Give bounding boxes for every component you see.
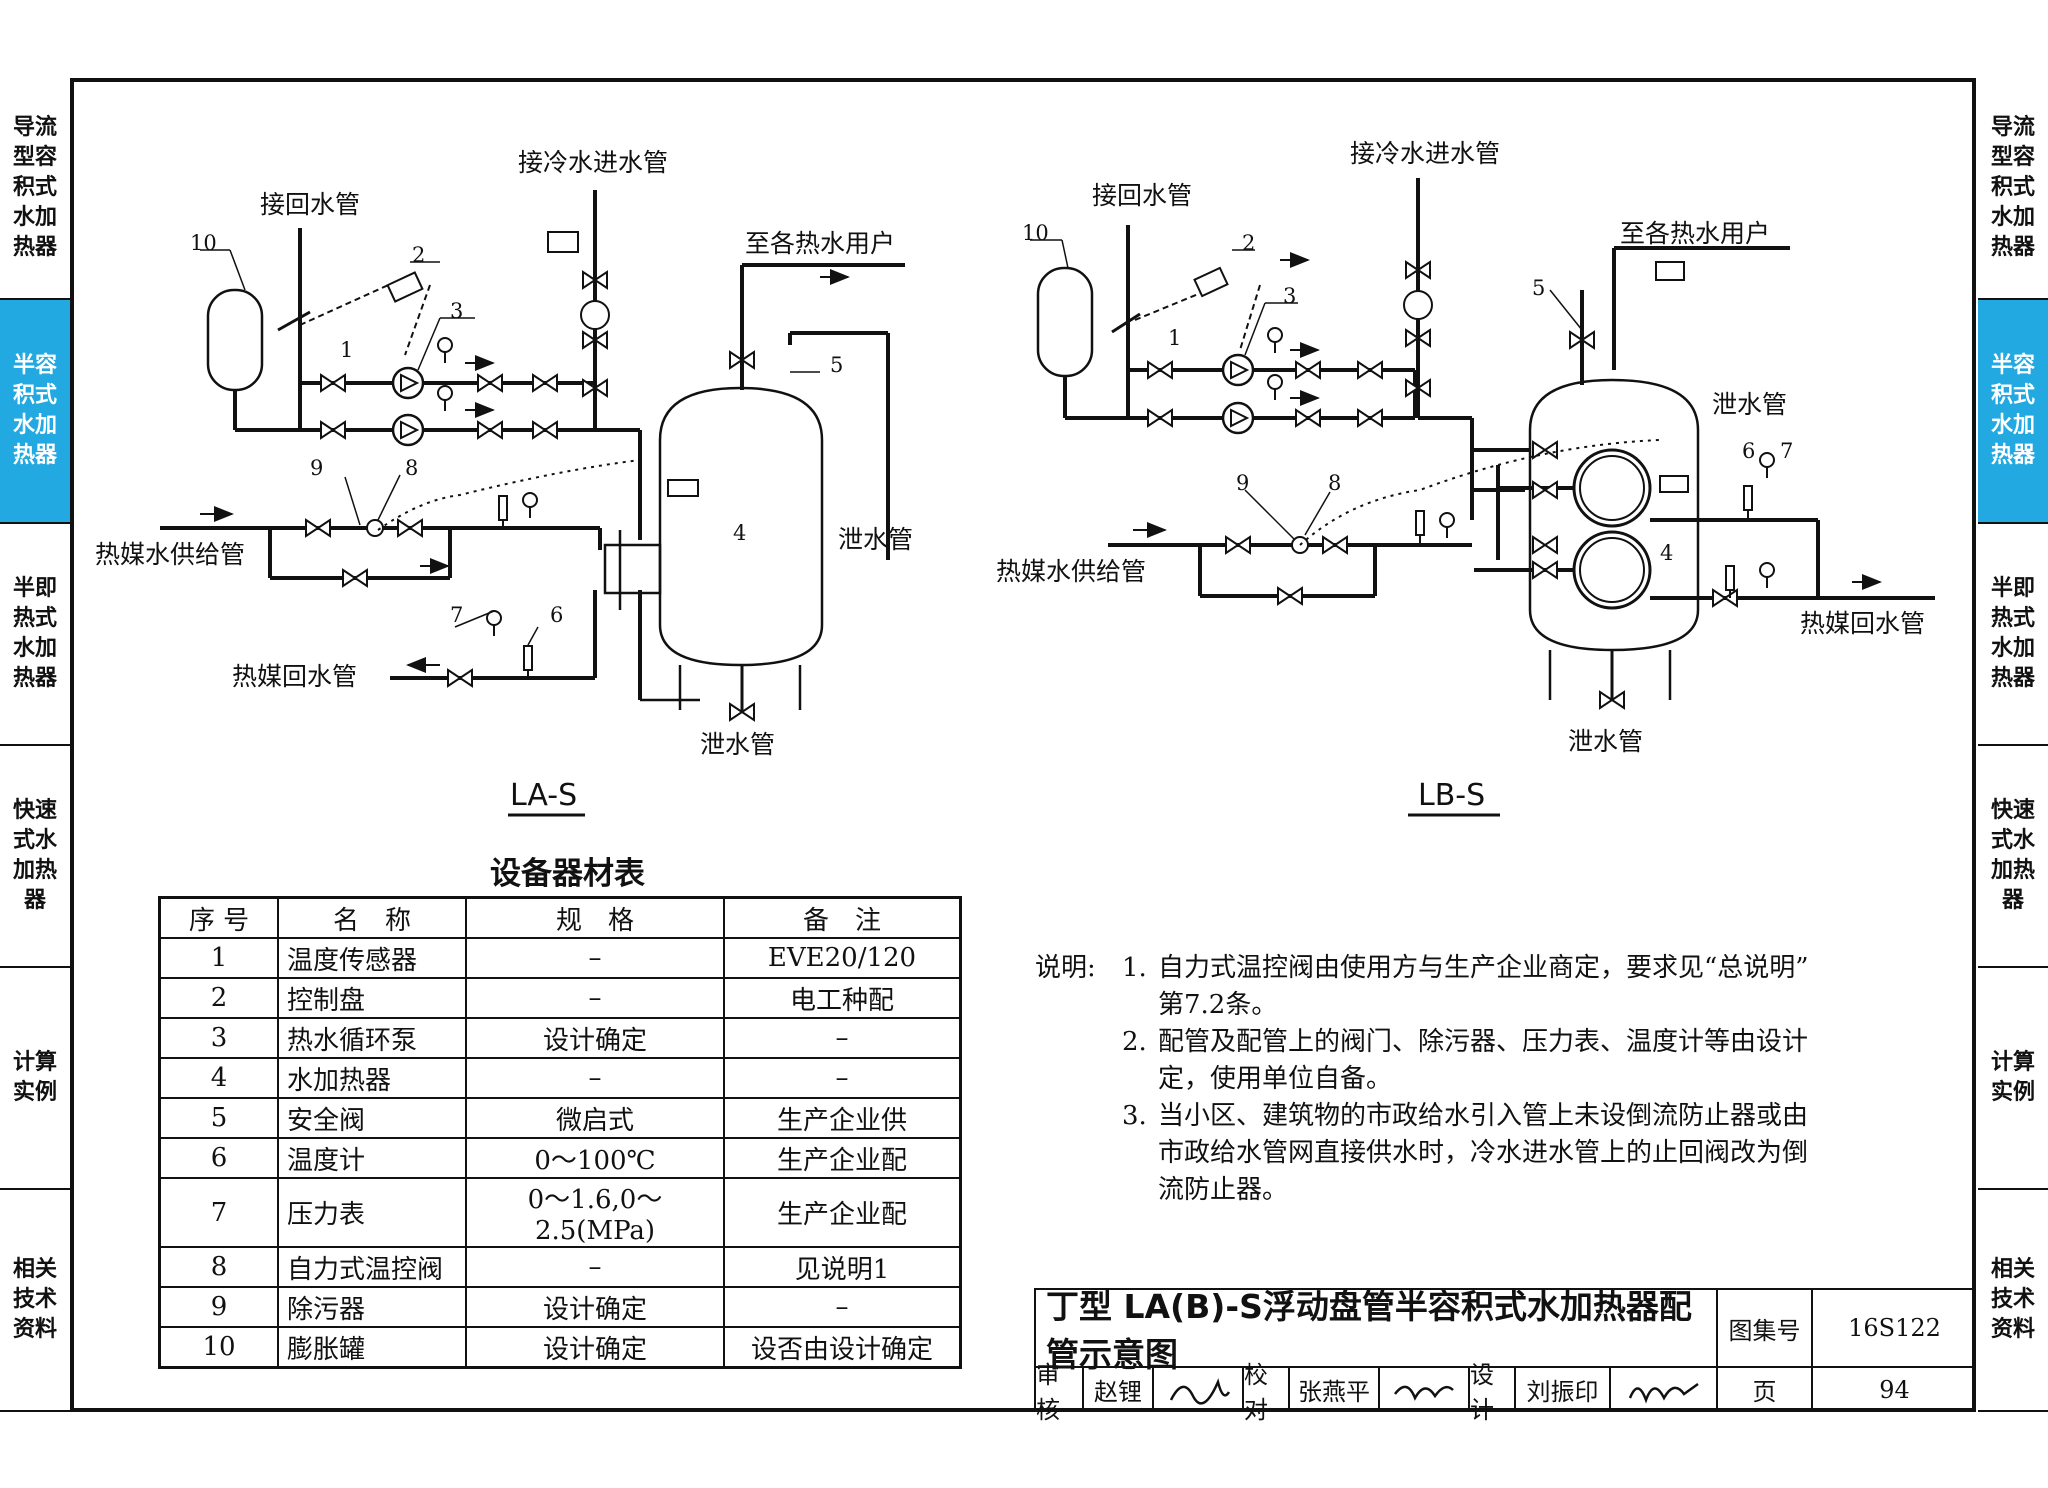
svg-text:8: 8 <box>405 456 418 480</box>
la-drain-label: 泄水管 <box>838 525 913 554</box>
svg-text:3: 3 <box>450 299 463 323</box>
note-line: 第7.2条。 <box>1158 990 1278 1020</box>
svg-text:9: 9 <box>1236 471 1249 495</box>
lb-s-symbols <box>1111 261 1775 709</box>
lb-s-caption: LB-S <box>1418 778 1485 813</box>
svg-text:5: 5 <box>830 353 843 377</box>
svg-text:7: 7 <box>450 603 463 627</box>
atlas-number: 16S122 <box>1811 1290 1976 1366</box>
side-tab-left-6[interactable]: 相关技术资料 <box>0 1190 70 1412</box>
drawing-title: 丁型 LA(B)-S浮动盘管半容积式水加热器配管示意图 <box>1046 1287 1692 1374</box>
svg-text:9: 9 <box>310 456 323 480</box>
reviewer-name: 赵锂 <box>1082 1366 1152 1411</box>
designer-name: 刘振印 <box>1514 1366 1609 1411</box>
water-heater-tank <box>1528 378 1700 652</box>
designer-signature <box>1609 1366 1716 1411</box>
la-cold-inlet-label: 接冷水进水管 <box>518 148 668 177</box>
side-tab-right-5[interactable]: 计算实例 <box>1978 968 2048 1190</box>
la-s-symbols <box>277 231 755 721</box>
diagram-la-s <box>160 190 905 712</box>
svg-text:1: 1 <box>1168 326 1181 350</box>
note-line: 说明:1.自力式温控阀由使用方与生产企业商定，要求见“总说明” <box>1035 953 1809 983</box>
svg-text:7: 7 <box>1780 439 1793 463</box>
svg-text:2: 2 <box>412 243 425 267</box>
note-line: 2.配管及配管上的阀门、除污器、压力表、温度计等由设计 <box>1122 1027 1809 1057</box>
svg-text:5: 5 <box>1532 276 1545 300</box>
svg-text:10: 10 <box>190 231 217 255</box>
checker-name: 张燕平 <box>1288 1366 1378 1411</box>
checker-signature <box>1378 1366 1468 1411</box>
svg-text:2: 2 <box>1242 231 1255 255</box>
note-line: 市政给水管网直接供水时，冷水进水管上的止回阀改为倒 <box>1158 1138 1809 1168</box>
svg-text:10: 10 <box>1022 221 1049 245</box>
flow-arrows <box>200 252 1882 673</box>
lb-drain-label: 泄水管 <box>1712 390 1787 419</box>
side-tab-left-1[interactable]: 导流型容积式水加热器 <box>0 78 70 300</box>
la-supply-label: 热媒水供给管 <box>95 540 245 569</box>
water-heater-tank <box>658 386 824 667</box>
lb-supply-label: 热媒水供给管 <box>996 557 1146 586</box>
note-line: 定，使用单位自备。 <box>1158 1064 1393 1094</box>
title-block: 丁型 LA(B)-S浮动盘管半容积式水加热器配管示意图 图集号 16S122 审… <box>1034 1287 1976 1424</box>
side-tab-left-3[interactable]: 半即热式水加热器 <box>0 524 70 746</box>
notes: 说明:1.自力式温控阀由使用方与生产企业商定，要求见“总说明” 第7.2条。 2.配… <box>1035 950 1888 1209</box>
expansion-tank <box>1036 266 1094 378</box>
drawing-frame <box>70 78 1976 1412</box>
side-tab-left-2[interactable]: 半容积式水加热器 <box>0 300 70 524</box>
la-heat-return-label: 热媒回水管 <box>232 662 357 691</box>
side-tab-right-4[interactable]: 快速式水加热器 <box>1978 746 2048 968</box>
svg-text:1: 1 <box>340 338 353 362</box>
equipment-table-title: 设备器材表 <box>490 856 645 892</box>
svg-text:4: 4 <box>1660 541 1673 565</box>
svg-text:6: 6 <box>1742 439 1755 463</box>
lb-to-users-label: 至各热水用户 <box>1620 219 1770 248</box>
la-return-pipe-label: 接回水管 <box>260 190 360 219</box>
svg-text:4: 4 <box>733 521 746 545</box>
note-line: 3.当小区、建筑物的市政给水引入管上未设倒流防止器或由 <box>1122 1101 1809 1131</box>
table-header-row: 序 号 名 称 规 格 备 注 <box>158 896 962 939</box>
expansion-tank <box>206 288 264 392</box>
lb-cold-inlet-label: 接冷水进水管 <box>1350 139 1500 168</box>
reviewer-signature <box>1152 1366 1242 1411</box>
lb-heat-return-label: 热媒回水管 <box>1800 609 1925 638</box>
note-line: 流防止器。 <box>1158 1175 1289 1205</box>
svg-text:6: 6 <box>550 603 563 627</box>
number-leaders <box>200 239 1583 646</box>
side-tab-right-2[interactable]: 半容积式水加热器 <box>1978 300 2048 524</box>
svg-text:8: 8 <box>1328 471 1341 495</box>
side-tab-right-1[interactable]: 导流型容积式水加热器 <box>1978 78 2048 300</box>
lb-drain-bottom-label: 泄水管 <box>1568 727 1643 756</box>
la-s-caption: LA-S <box>510 778 577 813</box>
side-tab-right-3[interactable]: 半即热式水加热器 <box>1978 524 2048 746</box>
la-drain-bottom-label: 泄水管 <box>700 730 775 759</box>
page-number: 94 <box>1811 1366 1976 1411</box>
side-tab-right-6[interactable]: 相关技术资料 <box>1978 1190 2048 1412</box>
side-tab-left-4[interactable]: 快速式水加热器 <box>0 746 70 968</box>
atlas-label: 图集号 <box>1716 1290 1811 1366</box>
side-tab-left-5[interactable]: 计算实例 <box>0 968 70 1190</box>
la-to-users-label: 至各热水用户 <box>745 229 895 258</box>
lb-return-pipe-label: 接回水管 <box>1092 181 1192 210</box>
svg-text:3: 3 <box>1283 284 1296 308</box>
